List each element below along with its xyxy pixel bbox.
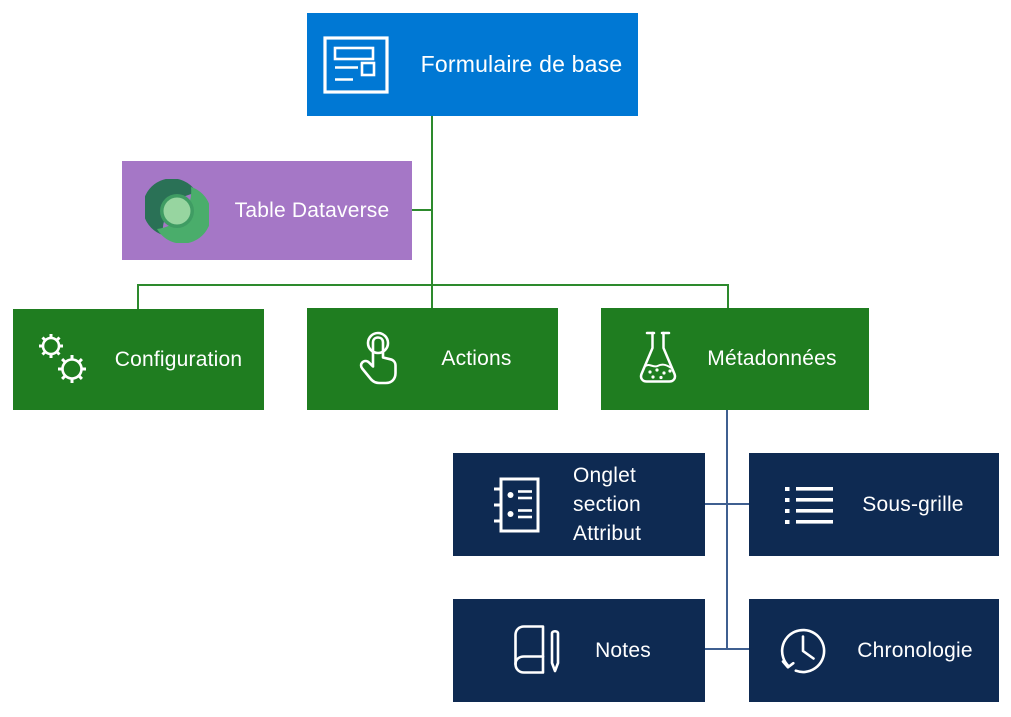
- connector-metadonnees-trunk: [726, 410, 728, 650]
- history-clock-icon: [775, 623, 831, 679]
- node-label: Formulaire de base: [420, 51, 623, 77]
- node-table-dataverse: Table Dataverse: [122, 161, 412, 260]
- node-label: Chronologie: [857, 638, 973, 662]
- gears-icon: [35, 331, 93, 389]
- connector-dataverse-link: [411, 209, 432, 211]
- bulleted-list-icon: [784, 484, 834, 526]
- notebook-list-icon: [489, 476, 543, 534]
- connector-rung-notes-chronologie: [705, 648, 749, 650]
- connector-formulaire-trunk: [431, 116, 433, 309]
- node-configuration: Configuration: [13, 309, 264, 410]
- connector-rung-onglet-sousgrille: [705, 503, 749, 505]
- node-notes: Notes: [453, 599, 705, 702]
- connector-drop-metadonnees: [727, 284, 729, 308]
- node-label: Actions: [441, 347, 512, 370]
- node-chronologie: Chronologie: [749, 599, 999, 702]
- node-formulaire-de-base: Formulaire de base: [307, 13, 638, 116]
- node-label: Configuration: [114, 347, 243, 371]
- flask-icon: [633, 329, 683, 389]
- form-icon: [323, 35, 389, 94]
- node-label: Table Dataverse: [234, 198, 390, 222]
- node-sous-grille: Sous-grille: [749, 453, 999, 556]
- touch-icon: [353, 328, 403, 390]
- node-actions: Actions: [307, 308, 558, 410]
- book-pencil-icon: [507, 623, 563, 679]
- node-label: Métadonnées: [707, 347, 837, 370]
- connector-branch-horizontal: [137, 284, 729, 286]
- node-label: Onglet section Attribut: [573, 464, 642, 545]
- node-label: Notes: [595, 638, 651, 662]
- dataverse-logo: [144, 178, 209, 243]
- connector-drop-configuration: [137, 284, 139, 309]
- node-onglet-section-attribut: Onglet section Attribut: [453, 453, 705, 556]
- node-label: Sous-grille: [862, 492, 964, 516]
- node-metadonnees: Métadonnées: [601, 308, 869, 410]
